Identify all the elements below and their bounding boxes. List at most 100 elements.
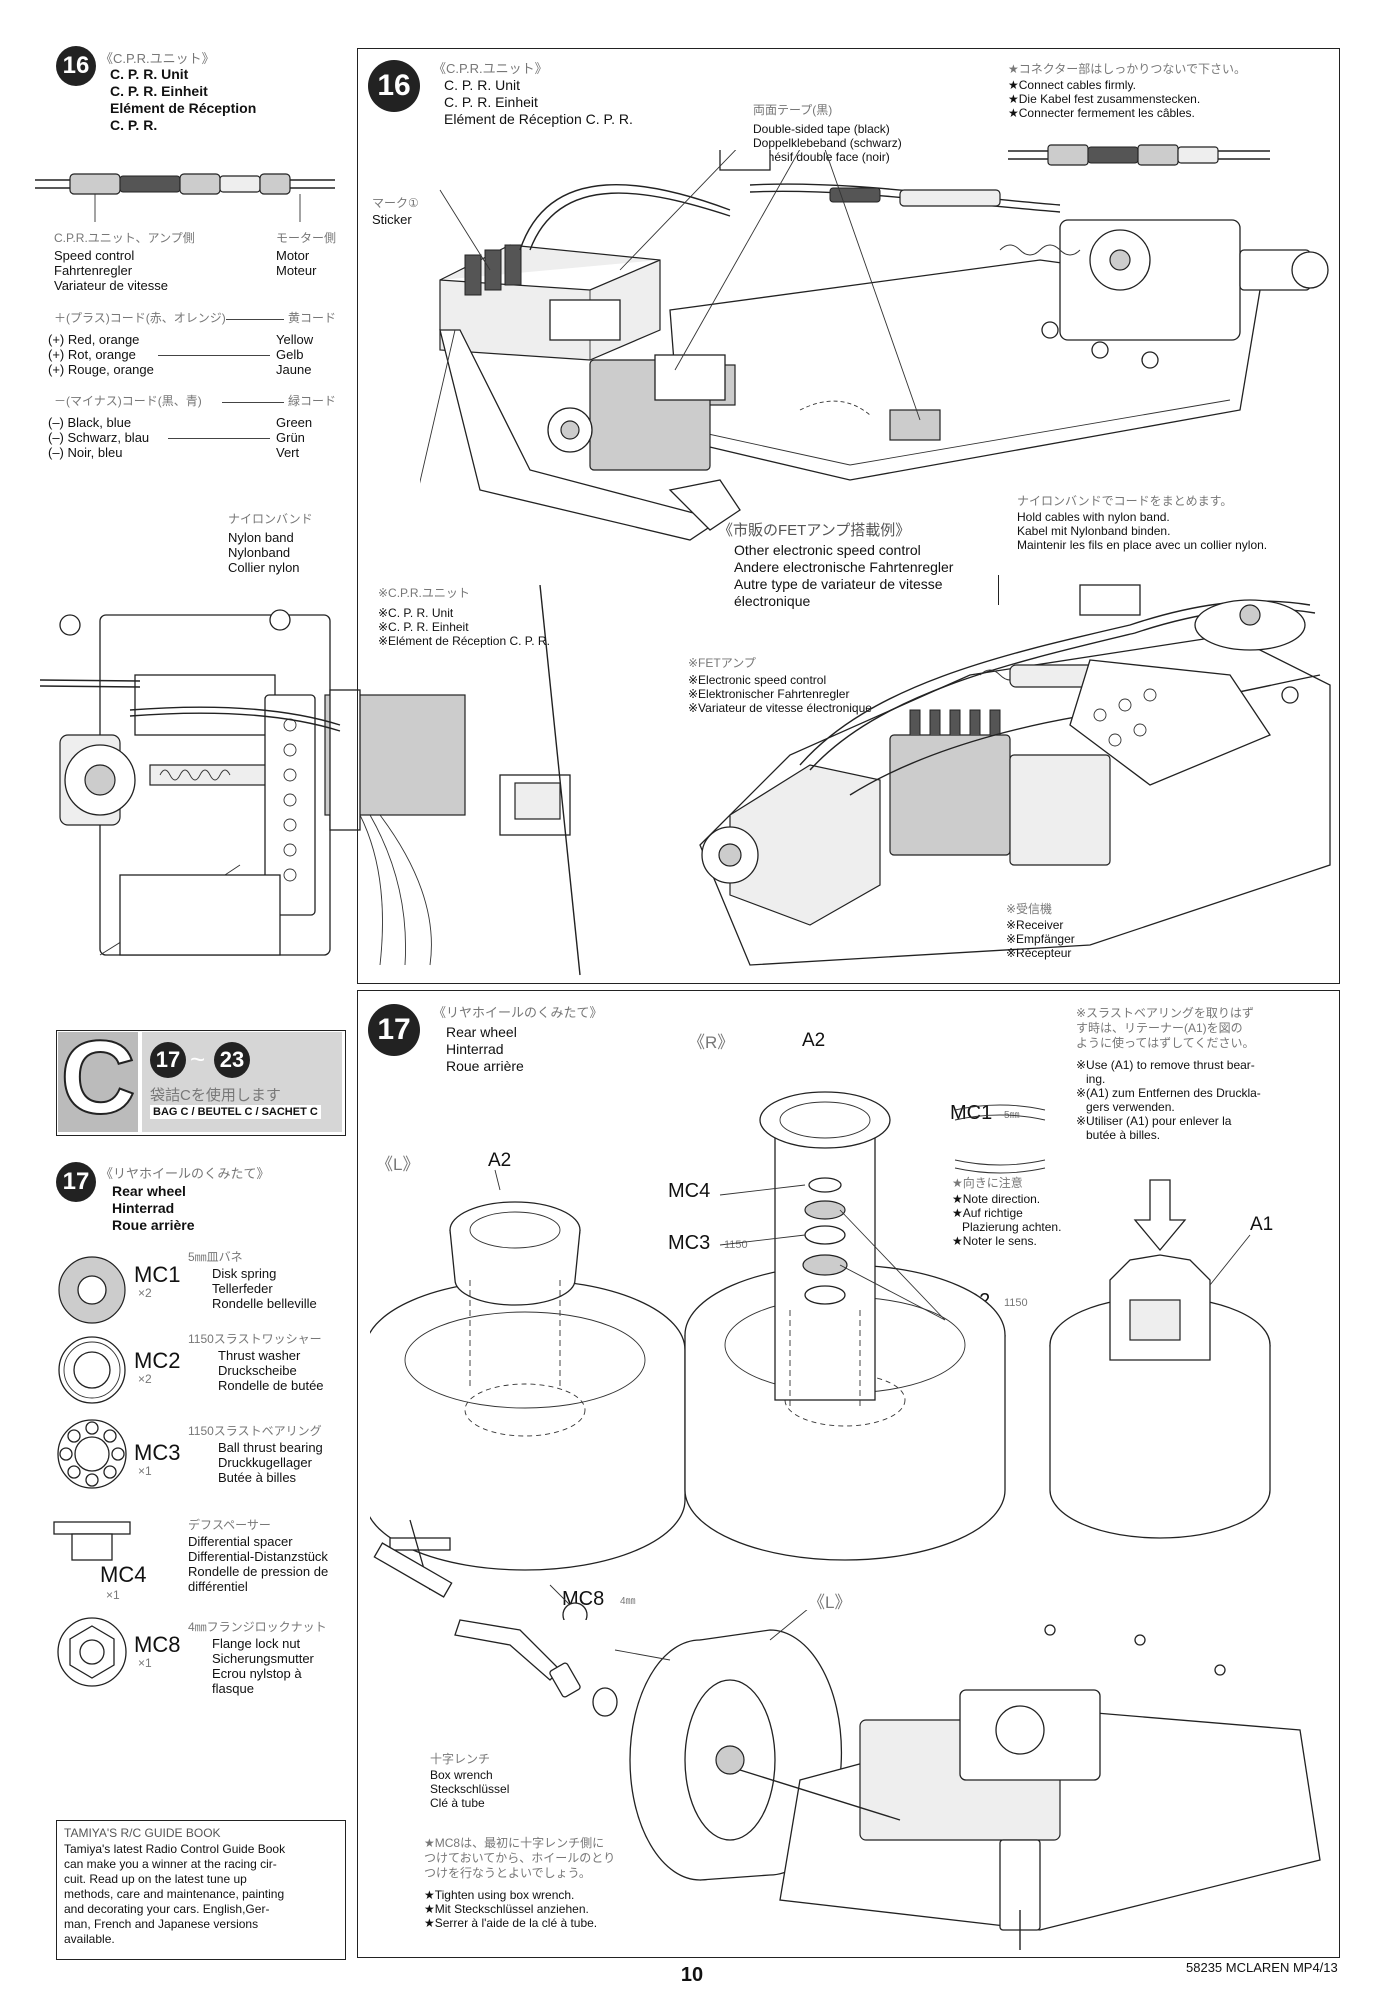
disk-spring-icon <box>58 1256 126 1324</box>
fet-example-title: Other electronic speed control Andere el… <box>734 542 954 609</box>
bag-c-letter-box <box>58 1032 138 1132</box>
tighten-jp: ★MC8は、最初に十字レンチ側に つけておいてから、ホイールのとり つけを行なう… <box>424 1836 616 1880</box>
step-16-panel-badge: 16 <box>368 60 420 112</box>
page-number: 10 <box>680 1964 704 1986</box>
motor-side-jp: モーター側 <box>276 231 337 245</box>
differential-spacer-icon <box>53 1521 131 1561</box>
part-qty-mc3: ×1 <box>138 1464 152 1478</box>
panel-16-title-jp: 《C.P.R.ユニット》 <box>433 61 548 76</box>
bag-c-range-start: 17 <box>150 1042 186 1078</box>
part-code-mc8: MC8 <box>134 1632 181 1657</box>
label-a2-left: A2 <box>488 1150 512 1171</box>
connector-jp: ★コネクター部はしっかりつないで下さい。 <box>1008 62 1247 76</box>
nylon-note: Hold cables with nylon band. Kabel mit N… <box>1017 510 1268 552</box>
step-17-title-line: Rear wheel <box>112 1183 186 1199</box>
fet-amp-jp: ※FETアンプ <box>688 656 756 670</box>
motor-side-label: Motor Moteur <box>276 248 317 278</box>
step-16-title-jp: 《C.P.R.ユニット》 <box>100 51 215 66</box>
mark-jp: マーク① <box>372 196 419 210</box>
mark-label: Sticker <box>372 212 412 227</box>
part-desc-mc8: Flange lock nut Sicherungsmutter Ecrou n… <box>212 1636 314 1696</box>
label-mc8-size: 4㎜ <box>620 1596 636 1607</box>
label-a1: A1 <box>1250 1214 1274 1235</box>
bag-c-jp: 袋詰Cを使用します <box>150 1087 281 1104</box>
plus-right-label: Yellow Gelb Jaune <box>276 332 314 377</box>
minus-right-jp: 緑コード <box>288 394 337 408</box>
thrust-removal-jp: ※スラストベアリングを取りはず す時は、リテーナー(A1)を図の ように使っては… <box>1076 1006 1255 1050</box>
guide-book-body: Tamiya's latest Radio Control Guide Book… <box>64 1842 286 1946</box>
cpr-unit-jp: ※C.P.R.ユニット <box>378 586 470 600</box>
fet-amp-label: ※Electronic speed control ※Elektronische… <box>688 673 872 715</box>
step-16-title-en: C. P. R. Unit C. P. R. Einheit Elément d… <box>110 66 256 134</box>
connector-illustration <box>1008 144 1270 166</box>
minus-cord-divider <box>222 402 284 403</box>
thrust-washer-icon <box>58 1336 126 1404</box>
cpr-cable-illustration <box>35 173 335 222</box>
bag-c-letter: C <box>59 1020 136 1136</box>
panel-17-title-en: Rear wheel Hinterrad Roue arrière <box>446 1024 524 1074</box>
label-left-wheel-2: 《L》 <box>808 1593 852 1612</box>
nylon-band-jp: ナイロンバンド <box>228 512 313 526</box>
part-qty-mc1: ×2 <box>138 1286 152 1300</box>
part-jp-mc4: デフスペーサー <box>188 1518 271 1532</box>
cpr-unit-label: ※C. P. R. Unit ※C. P. R. Einheit ※Elémen… <box>378 606 550 648</box>
part-qty-mc4: ×1 <box>106 1588 120 1602</box>
part-code-mc1: MC1 <box>134 1262 181 1287</box>
step-16-title-line: C. P. R. Einheit <box>110 83 208 99</box>
direction-note: ★Note direction. ★Auf richtige Plazierun… <box>952 1192 1062 1248</box>
receiver-jp: ※受信機 <box>1006 902 1053 916</box>
step-17-title-line: Roue arrière <box>112 1217 195 1233</box>
part-desc-mc3: Ball thrust bearing Druckkugellager Buté… <box>218 1440 323 1485</box>
label-mc2-size: 1150 <box>1004 1297 1028 1309</box>
part-code-mc2: MC2 <box>134 1348 181 1373</box>
step-17-title-jp: 《リヤホイールのくみたて》 <box>100 1166 270 1181</box>
minus-right-label: Green Grün Vert <box>276 415 313 460</box>
step-17-badge: 17 <box>56 1162 96 1202</box>
amp-side-label: Speed control Fahrtenregler Variateur de… <box>54 248 168 293</box>
step-16-title-line: C. P. R. Unit <box>110 66 189 82</box>
minus-cord-label: (–) Black, blue (–) Schwarz, blau (–) No… <box>48 415 150 460</box>
tape-jp: 両面テープ(黒) <box>753 103 833 117</box>
plus-cord-jp: ＋(プラス)コード(赤、オレンジ) <box>54 311 226 325</box>
minus-cord-jp: －(マイナス)コード(黒、青) <box>54 394 202 408</box>
guide-book-box <box>56 1820 346 1960</box>
bag-c-label: BAG C / BEUTEL C / SACHET C <box>150 1105 321 1119</box>
part-code-mc4: MC4 <box>100 1562 147 1587</box>
guide-book-title: TAMIYA'S R/C GUIDE BOOK <box>64 1826 221 1840</box>
model-label: 58235 MCLAREN MP4/13 <box>1186 1960 1338 1975</box>
label-mc3: MC3 <box>668 1232 711 1254</box>
tighten-note: ★Tighten using box wrench. ★Mit Stecksch… <box>424 1888 598 1930</box>
step-16-title-line: C. P. R. <box>110 117 158 133</box>
part-qty-mc8: ×1 <box>138 1656 152 1670</box>
part-jp-mc1: 5㎜皿バネ <box>188 1250 243 1264</box>
ball-bearing-icon <box>57 1419 127 1489</box>
step-17-title-line: Hinterrad <box>112 1200 175 1216</box>
flange-lock-nut-icon <box>57 1617 127 1687</box>
rear-wheel-assembly-illustration <box>370 1091 1271 1620</box>
direction-jp: ★向きに注意 <box>952 1176 1023 1190</box>
step-16-title-line: Elément de Réception <box>110 100 257 116</box>
plus-leader <box>158 355 270 356</box>
bag-c-range-end: 23 <box>214 1042 250 1078</box>
connector-note: ★Connect cables firmly. ★Die Kabel fest … <box>1008 78 1201 120</box>
receiver-label: ※Receiver ※Empfänger ※Récepteur <box>1006 918 1075 960</box>
cpr-install-illustration <box>420 150 1329 541</box>
part-jp-mc3: 1150スラストベアリング <box>188 1424 322 1438</box>
fet-example-bracket <box>998 575 999 605</box>
step-17-title-en: Rear wheel Hinterrad Roue arrière <box>112 1183 194 1234</box>
step-16-panel <box>357 48 1340 984</box>
amp-side-jp: C.P.R.ユニット、アンプ側 <box>54 231 195 245</box>
nylon-band-label: Nylon band Nylonband Collier nylon <box>228 530 300 575</box>
label-a2-right: A2 <box>802 1030 826 1051</box>
rear-wheel-install-illustration <box>454 1610 1321 1950</box>
minus-leader <box>168 438 270 439</box>
panel-17-title-jp: 《リヤホイールのくみたて》 <box>433 1005 603 1020</box>
label-right-wheel: 《R》 <box>688 1033 735 1052</box>
label-mc4: MC4 <box>668 1180 711 1202</box>
label-left-wheel: 《L》 <box>376 1155 420 1174</box>
box-wrench-label: Box wrench Steckschlüssel Clé à tube <box>430 1768 510 1810</box>
box-wrench-jp: 十字レンチ <box>430 1752 491 1766</box>
part-desc-mc4: Differential spacer Differential-Distanz… <box>188 1534 329 1594</box>
panel-16-title-en: C. P. R. Unit C. P. R. Einheit Elément d… <box>444 77 633 127</box>
plus-cord-label: (+) Red, orange (+) Rot, orange (+) Roug… <box>48 332 154 377</box>
